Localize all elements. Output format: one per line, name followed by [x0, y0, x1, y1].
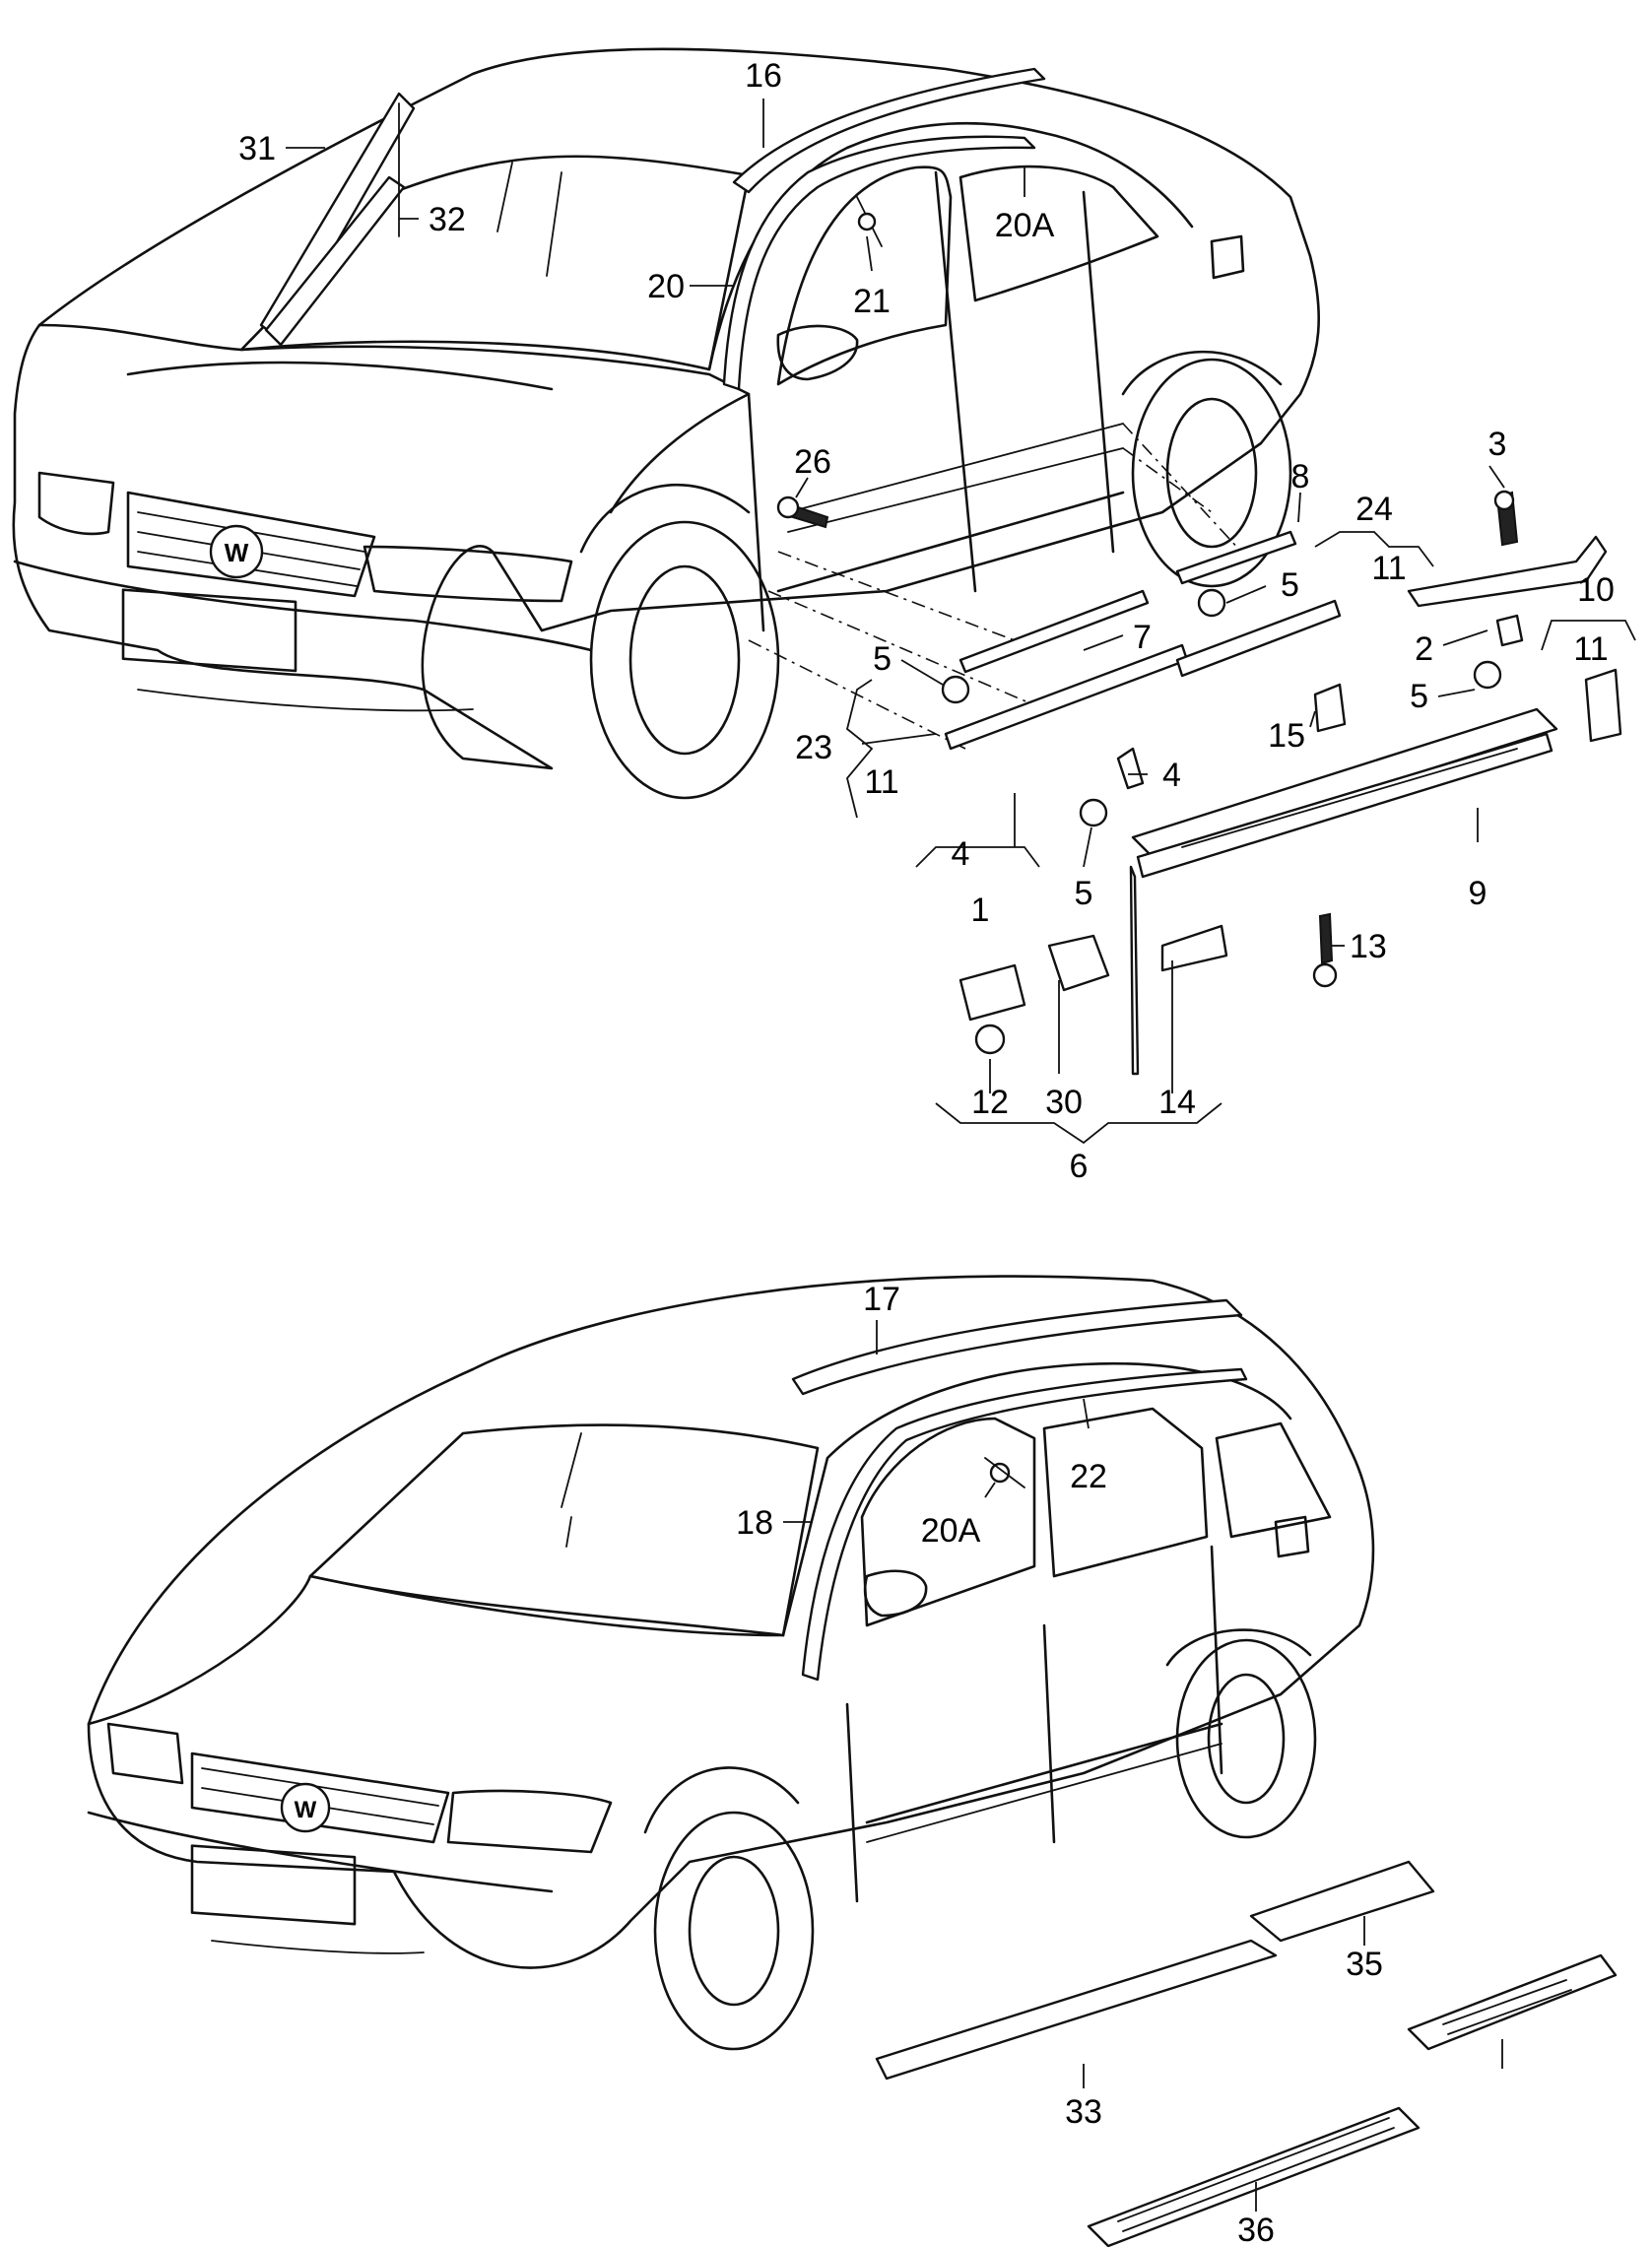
callout-11d: 12 — [971, 1084, 1009, 1121]
callout-15: 16 — [745, 57, 782, 95]
callout-30: 31 — [238, 130, 276, 167]
callout-3: 3 — [1488, 426, 1507, 463]
callout-31: 32 — [429, 201, 466, 238]
callout-24: 26 — [794, 443, 831, 481]
sedan-illustration: W — [12, 47, 1636, 1076]
callout-5b: 5 — [1410, 678, 1428, 715]
callout-32: 33 — [1065, 2093, 1102, 2131]
callout-5c: 5 — [873, 640, 892, 678]
callout-10: 10 — [1577, 571, 1615, 609]
callout-35: 36 — [1237, 2212, 1275, 2247]
callout-20A-sedan: 21 — [853, 283, 891, 320]
callout-9: 9 — [1469, 875, 1487, 912]
callout-20: 20A — [995, 207, 1055, 244]
callout-4b: 4 — [952, 835, 970, 873]
clip-group — [941, 588, 1502, 827]
callout-11b: 11 — [1573, 630, 1608, 668]
callout-11a: 11 — [1371, 550, 1406, 587]
callout-7: 8 — [1291, 458, 1310, 496]
callout-18: 18 — [736, 1504, 773, 1542]
callout-26: 30 — [1045, 1084, 1083, 1121]
callout-1: 1 — [971, 892, 990, 929]
callout-5d: 5 — [1075, 875, 1093, 912]
callout-33: 35 — [1346, 1946, 1383, 1983]
callout-21: 22 — [1070, 1458, 1107, 1495]
callout-17: 20 — [647, 268, 685, 305]
estate-illustration: W — [87, 1275, 1618, 2247]
callout-20A-estate: 20A — [921, 1512, 981, 1550]
callout-23: 24 — [1355, 491, 1393, 528]
callout-2: 2 — [1415, 630, 1433, 668]
callout-14: 14 — [1158, 1084, 1196, 1121]
estate-leader-lines — [783, 1320, 1503, 2212]
callout-4a: 4 — [1162, 757, 1181, 794]
callout-22: 23 — [795, 729, 832, 766]
callout-labels: 16 31 32 20 20A 21 26 8 3 24 5 11 10 11 … — [238, 57, 1615, 2247]
callout-11c: 11 — [864, 763, 898, 801]
callout-8: 6 — [1070, 1148, 1089, 1185]
callout-16: 17 — [863, 1281, 900, 1318]
callout-5a: 5 — [1281, 566, 1299, 604]
callout-12: 13 — [1350, 928, 1387, 965]
vw-logo-text: W — [225, 538, 249, 567]
callout-13: 15 — [1268, 717, 1305, 755]
sedan-leader-lines — [286, 99, 1505, 1145]
vw-logo-text-estate: W — [295, 1797, 317, 1823]
callout-6: 7 — [1133, 619, 1152, 656]
